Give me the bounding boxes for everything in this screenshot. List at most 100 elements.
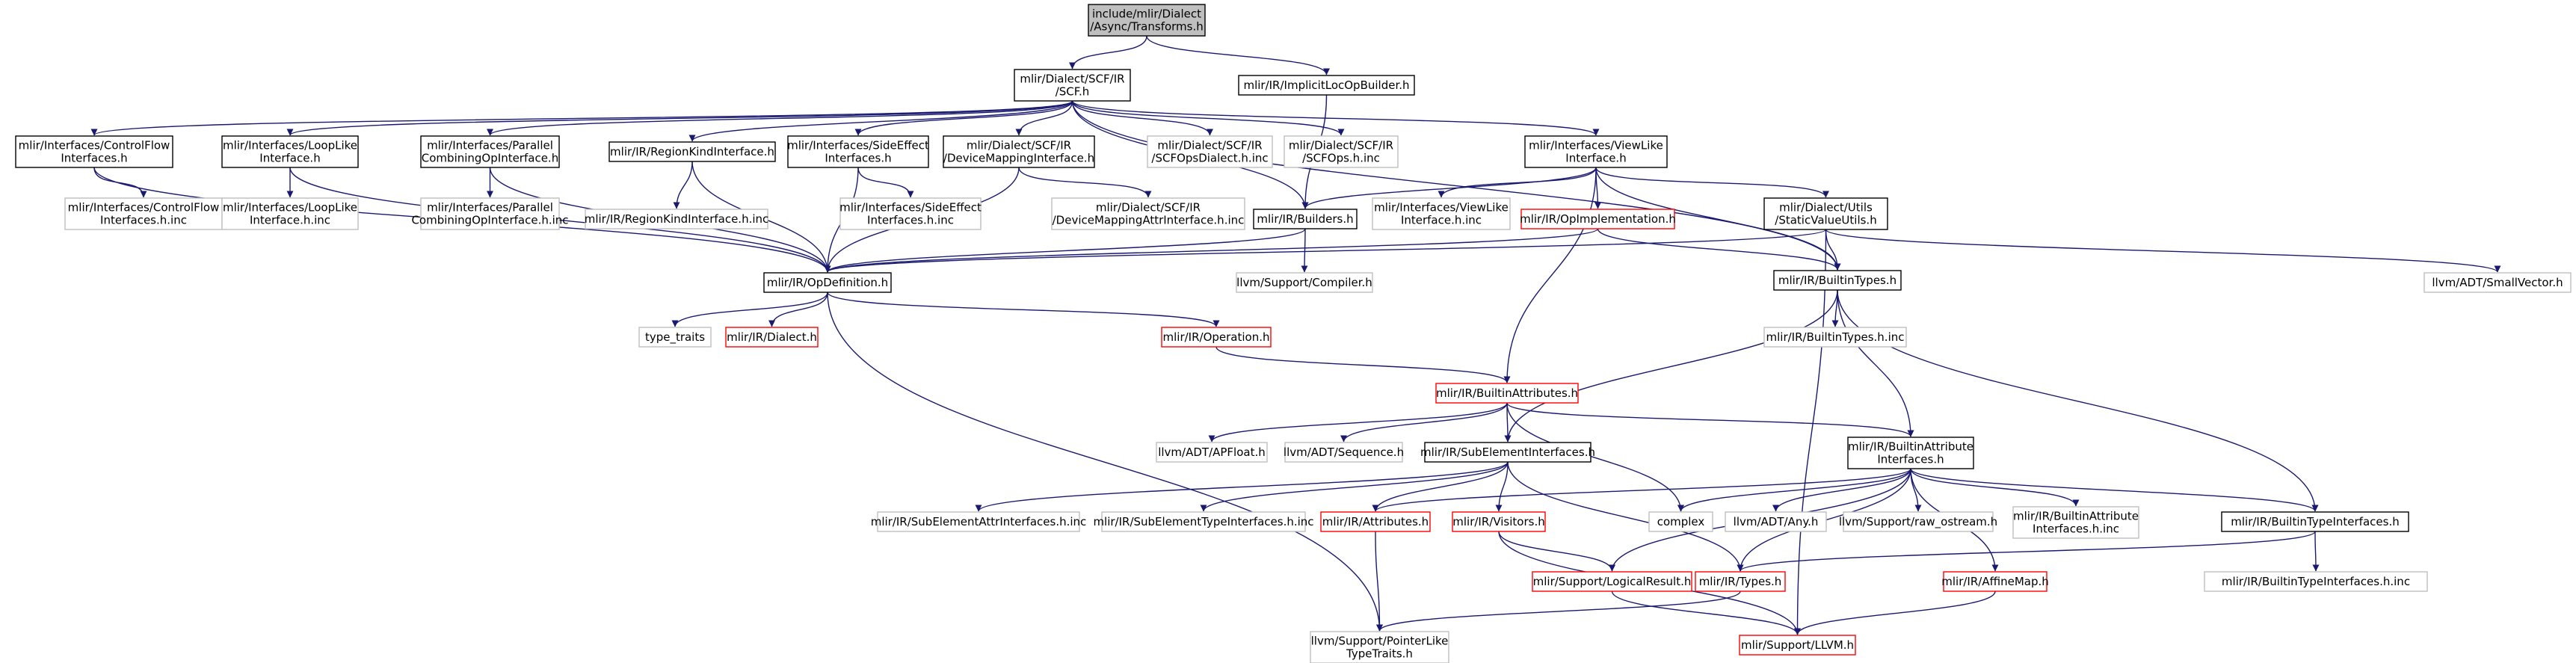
edge-builtintypeif-to-types xyxy=(1737,531,2316,572)
node-opimpl[interactable]: mlir/IR/OpImplementation.h xyxy=(1520,209,1676,229)
node-label: mlir/Interfaces/LoopLike xyxy=(223,201,357,215)
edge-viewlike-to-staticvalue xyxy=(1595,167,1829,198)
node-llvmh[interactable]: mlir/Support/LLVM.h xyxy=(1739,635,1856,656)
node-box xyxy=(1424,442,1591,463)
node-label: mlir/Dialect/Utils xyxy=(1779,201,1873,215)
edge-visitors-to-logicalresult xyxy=(1498,531,1615,572)
node-types[interactable]: mlir/IR/Types.h xyxy=(1695,571,1786,592)
edge-types-to-pointerlike xyxy=(1376,590,1741,632)
node-subelem[interactable]: mlir/IR/SubElementInterfaces.h xyxy=(1420,442,1595,463)
node-box xyxy=(221,197,359,230)
node-apfloat: llvm/ADT/APFloat.h xyxy=(1156,442,1268,463)
node-label: mlir/IR/AffineMap.h xyxy=(1941,575,2049,588)
node-box xyxy=(608,141,776,162)
node-opdef[interactable]: mlir/IR/OpDefinition.h xyxy=(763,272,892,293)
node-label: mlir/IR/RegionKindInterface.h xyxy=(610,145,774,158)
node-box xyxy=(2012,506,2139,539)
node-box xyxy=(1161,327,1272,348)
node-box xyxy=(1524,135,1668,168)
node-dialect[interactable]: mlir/IR/Dialect.h xyxy=(725,327,819,348)
edge-viewlike-to-vlinc xyxy=(1438,167,1597,198)
node-label: mlir/IR/OpImplementation.h xyxy=(1520,212,1676,226)
node-box xyxy=(1843,511,1994,532)
node-label: TypeTraits.h xyxy=(1346,647,1413,661)
node-root[interactable]: include/mlir/Dialect/Async/Transforms.h xyxy=(1088,4,1206,37)
edge-opdef-to-dialect xyxy=(768,292,828,327)
node-box xyxy=(1763,197,1888,230)
node-box xyxy=(763,272,892,293)
node-box xyxy=(1284,442,1403,463)
node-label: mlir/Dialect/SCF/IR xyxy=(1096,201,1201,215)
edge-opimpl-to-opdef xyxy=(824,228,1599,273)
node-staticvalue[interactable]: mlir/Dialect/Utils/StaticValueUtils.h xyxy=(1763,197,1888,230)
node-label: mlir/Dialect/SCF/IR xyxy=(1157,139,1262,152)
node-label: mlir/Interfaces/SideEffect xyxy=(839,201,982,215)
node-implicit[interactable]: mlir/IR/ImplicitLocOpBuilder.h xyxy=(1238,75,1415,96)
node-label: mlir/IR/Types.h xyxy=(1699,575,1782,588)
node-parallel[interactable]: mlir/Interfaces/ParallelCombiningOpInter… xyxy=(420,135,560,168)
node-box xyxy=(725,327,819,348)
node-attributes[interactable]: mlir/IR/Attributes.h xyxy=(1320,511,1431,532)
edge-scf-to-parallel xyxy=(487,100,1073,136)
edge-subelem-to-visitors xyxy=(1495,461,1509,512)
node-label: mlir/IR/Builders.h xyxy=(1257,212,1353,226)
node-pcinc: mlir/Interfaces/ParallelCombiningOpInter… xyxy=(411,197,569,230)
node-devicemap[interactable]: mlir/Dialect/SCF/IR/DeviceMappingInterfa… xyxy=(943,135,1095,168)
node-regionkind[interactable]: mlir/IR/RegionKindInterface.h xyxy=(608,141,776,162)
node-box xyxy=(1739,635,1856,656)
node-label: mlir/Interfaces/SideEffect xyxy=(787,139,929,152)
node-label: llvm/ADT/Any.h xyxy=(1734,515,1819,528)
node-box xyxy=(1695,571,1786,592)
edge-staticvalue-to-smallvector xyxy=(1825,229,2501,273)
node-box xyxy=(2221,511,2409,532)
edge-builtinattrif-to-complex xyxy=(1677,468,1911,512)
node-builtinattrs[interactable]: mlir/IR/BuiltinAttributes.h xyxy=(1435,383,1579,404)
node-rkinc: mlir/IR/RegionKindInterface.h.inc xyxy=(585,209,768,229)
edge-builtinattrif-to-any xyxy=(1772,468,1911,512)
edge-scf-to-looplike xyxy=(286,100,1073,136)
node-label: Interface.h xyxy=(259,152,320,165)
node-box xyxy=(1156,442,1268,463)
node-box xyxy=(1253,209,1358,229)
node-box xyxy=(1147,135,1273,168)
node-label: Interfaces.h xyxy=(825,152,891,165)
node-logicalresult[interactable]: mlir/Support/LogicalResult.h xyxy=(1532,571,1692,592)
edge-scf-to-devicemap xyxy=(1015,100,1073,136)
node-label: llvm/Support/Compiler.h xyxy=(1236,276,1372,289)
node-box xyxy=(1051,197,1245,230)
node-label: mlir/IR/BuiltinTypeInterfaces.h xyxy=(2231,515,2399,528)
node-box xyxy=(1014,69,1131,102)
node-builders[interactable]: mlir/IR/Builders.h xyxy=(1253,209,1358,229)
node-label: mlir/IR/SubElementInterfaces.h xyxy=(1420,445,1595,459)
edge-root-to-scf xyxy=(1069,35,1147,70)
edge-scf-to-viewlike xyxy=(1071,100,1600,136)
edge-subelem-to-seattrinc xyxy=(975,461,1509,512)
node-label: mlir/IR/BuiltinTypes.h.inc xyxy=(1766,330,1905,344)
node-box xyxy=(877,511,1080,532)
node-box xyxy=(2424,272,2572,293)
node-builtintypeif[interactable]: mlir/IR/BuiltinTypeInterfaces.h xyxy=(2221,511,2409,532)
node-affinemap[interactable]: mlir/IR/AffineMap.h xyxy=(1941,571,2049,592)
edge-builtinattrif-to-builtintypeif xyxy=(1910,468,2319,512)
edge-opdef-to-operation xyxy=(827,292,1220,327)
node-label: mlir/Interfaces/LoopLike xyxy=(223,139,357,152)
node-scf[interactable]: mlir/Dialect/SCF/IR/SCF.h xyxy=(1014,69,1131,102)
node-operation[interactable]: mlir/IR/Operation.h xyxy=(1161,327,1272,348)
node-visitors[interactable]: mlir/IR/Visitors.h xyxy=(1452,511,1546,532)
node-seinc: mlir/Interfaces/SideEffectInterfaces.h.i… xyxy=(839,197,982,230)
node-label: mlir/Dialect/SCF/IR xyxy=(967,139,1071,152)
node-builtintypes[interactable]: mlir/IR/BuiltinTypes.h xyxy=(1773,270,1902,291)
edge-subelem-to-types xyxy=(1507,461,1744,572)
node-label: mlir/Interfaces/Parallel xyxy=(427,201,553,215)
node-label: Interface.h xyxy=(1565,152,1626,165)
